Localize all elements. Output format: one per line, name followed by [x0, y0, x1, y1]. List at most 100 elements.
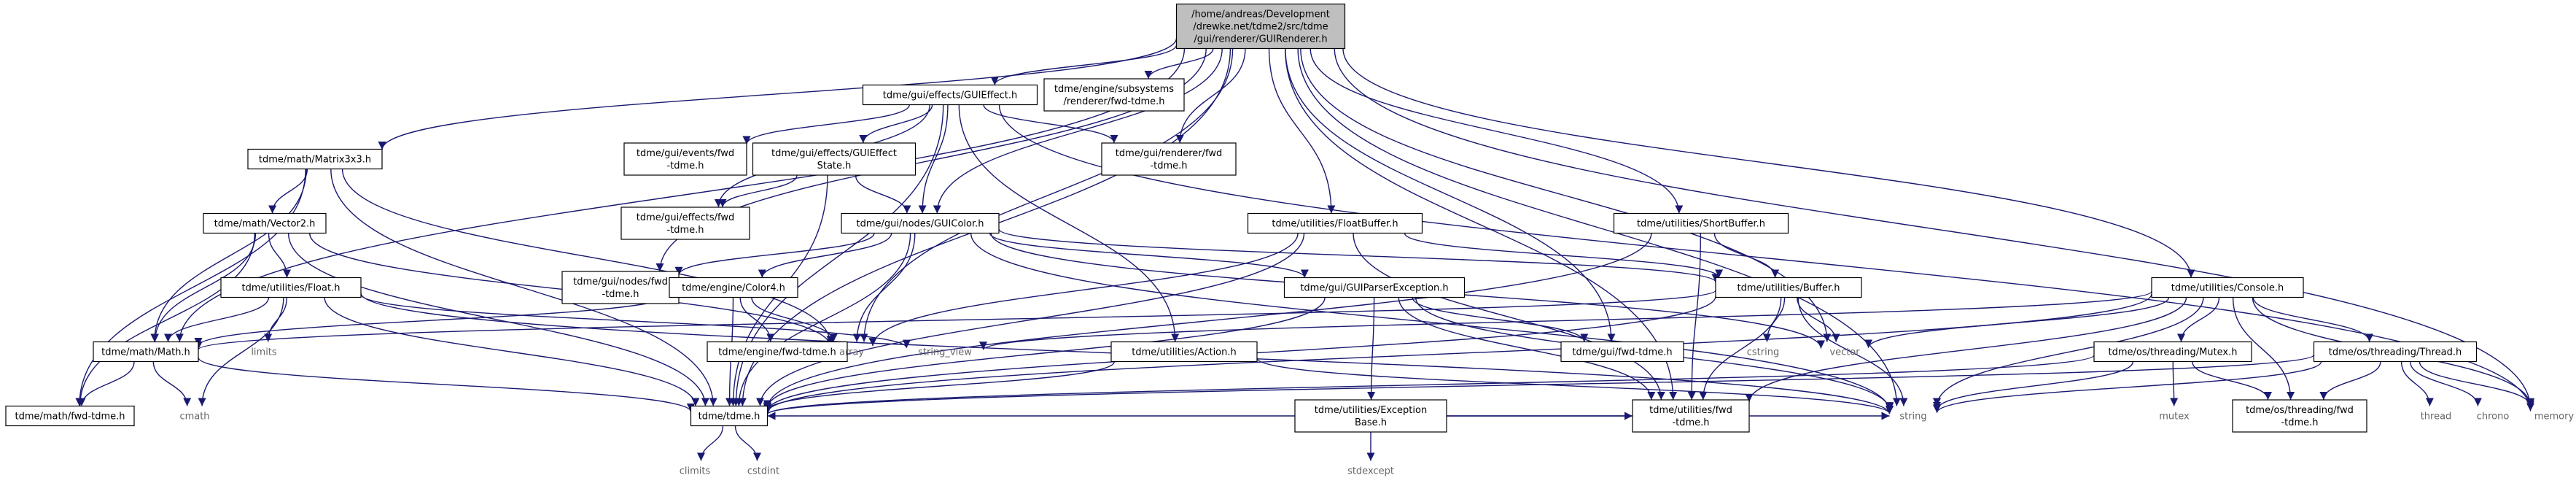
node-label: tdme/utilities/Console.h	[2171, 283, 2284, 294]
node-threading-fwd[interactable]: tdme/os/threading/fwd-tdme.h	[2232, 399, 2367, 433]
edge-float-to-tdme	[324, 297, 700, 406]
node-climits[interactable]: climits	[680, 466, 711, 477]
edge-buffer-to-vector	[1797, 297, 1840, 342]
node-label: vector	[1829, 347, 1860, 358]
node-box	[841, 212, 1000, 234]
edge-thread-h-to-tdme	[763, 354, 2315, 415]
node-color4[interactable]: tdme/engine/Color4.h	[669, 277, 798, 298]
edge-floatbuffer-to-buffer	[1404, 233, 1724, 278]
node-floatbuffer[interactable]: tdme/utilities/FloatBuffer.h	[1247, 212, 1423, 234]
edge-guicolor-to-array	[852, 233, 916, 342]
edge-thread-h-to-string	[1933, 361, 2322, 413]
node-box	[561, 271, 680, 304]
edge-effectstate-to-guicolor	[855, 174, 911, 214]
node-parserexc[interactable]: tdme/gui/GUIParserException.h	[1283, 277, 1466, 298]
edge-thread-h-to-threading-fwd	[2319, 361, 2381, 401]
node-tdme[interactable]: tdme/tdme.h	[690, 405, 768, 427]
node-label: -tdme.h	[1672, 417, 1709, 428]
node-nodes-fwd[interactable]: tdme/gui/nodes/fwd-tdme.h	[561, 271, 680, 304]
edge-guieffect-to-guicolor	[918, 104, 949, 214]
node-shortbuffer[interactable]: tdme/utilities/ShortBuffer.h	[1613, 212, 1789, 234]
node-chrono[interactable]: chrono	[2477, 412, 2510, 422]
node-label: /renderer/fwd-tdme.h	[1063, 96, 1164, 107]
node-root[interactable]: /home/andreas/Development/drewke.net/tdm…	[1175, 3, 1346, 50]
edge-vector2-to-tdme	[287, 233, 709, 406]
node-label: tdme/gui/nodes/GUIColor.h	[856, 219, 984, 230]
node-label: array	[839, 347, 864, 358]
node-guieffect[interactable]: tdme/gui/effects/GUIEffect.h	[862, 84, 1038, 106]
edge-buffer-to-cstring	[1762, 297, 1786, 342]
node-action[interactable]: tdme/utilities/Action.h	[1110, 341, 1258, 363]
edge-root-to-floatbuffer	[1268, 48, 1336, 214]
node-mutex[interactable]: mutex	[2159, 412, 2190, 422]
edge-shortbuffer-to-tdme	[763, 233, 1652, 409]
edge-root-to-util-fwd	[1285, 48, 1678, 401]
node-cmath[interactable]: cmath	[179, 412, 209, 422]
node-buffer[interactable]: tdme/utilities/Buffer.h	[1715, 277, 1862, 298]
node-float[interactable]: tdme/utilities/Float.h	[220, 277, 362, 298]
edge-guicolor-to-color4	[758, 233, 892, 278]
edge-color4-to-mathh	[194, 294, 670, 347]
node-cstring[interactable]: cstring	[1747, 347, 1779, 358]
node-gui-fwd[interactable]: tdme/gui/fwd-tdme.h	[1560, 341, 1684, 363]
node-label: cmath	[179, 412, 209, 422]
node-array[interactable]: array	[839, 347, 864, 358]
edge-console-to-thread-h	[2252, 297, 2374, 342]
edge-thread-h-to-thread	[2400, 361, 2434, 406]
node-engine-fwd[interactable]: tdme/engine/fwd-tdme.h	[707, 341, 848, 363]
node-vector[interactable]: vector	[1829, 347, 1860, 358]
node-mathh[interactable]: tdme/math/Math.h	[93, 341, 199, 363]
edge-parserexc-to-tdme	[763, 297, 1326, 409]
node-events-fwd[interactable]: tdme/gui/events/fwd-tdme.h	[623, 142, 747, 176]
node-label: State.h	[817, 161, 852, 171]
node-util-fwd[interactable]: tdme/utilities/fwd-tdme.h	[1632, 399, 1750, 433]
node-label: tdme/utilities/Float.h	[242, 283, 341, 294]
node-label: /drewke.net/tdme2/src/tdme	[1193, 22, 1328, 33]
node-string-view[interactable]: string_view	[918, 347, 972, 358]
node-label: tdme/math/fwd-tdme.h	[15, 412, 125, 422]
node-box	[1632, 399, 1750, 433]
node-subsys-fwd[interactable]: tdme/engine/subsystems/renderer/fwd-tdme…	[1043, 78, 1185, 112]
node-mutex-h[interactable]: tdme/os/threading/Mutex.h	[2093, 341, 2252, 363]
edge-mathh-to-cmath	[152, 361, 192, 406]
node-effects-fwd[interactable]: tdme/gui/effects/fwd -tdme.h	[620, 207, 750, 240]
node-label: mutex	[2159, 412, 2190, 422]
node-label: tdme/gui/effects/fwd	[637, 212, 734, 223]
node-label: /home/andreas/Development	[1191, 9, 1330, 20]
node-stdexcept[interactable]: stdexcept	[1347, 466, 1394, 477]
node-label: stdexcept	[1347, 466, 1394, 477]
node-box	[862, 84, 1038, 106]
node-label: chrono	[2477, 412, 2510, 422]
node-guicolor[interactable]: tdme/gui/nodes/GUIColor.h	[841, 212, 1000, 234]
node-label: tdme/os/threading/Mutex.h	[2109, 347, 2238, 358]
edge-vector2-to-math-fwd	[76, 233, 255, 406]
node-console[interactable]: tdme/utilities/Console.h	[2151, 277, 2304, 298]
node-cstdint[interactable]: cstdint	[747, 466, 779, 477]
node-label: string	[1899, 412, 1926, 422]
node-limits[interactable]: limits	[251, 347, 277, 358]
edge-mathh-to-math-fwd	[77, 361, 135, 406]
edge-floatbuffer-to-tdme	[755, 233, 1305, 406]
edge-root-to-shortbuffer	[1310, 48, 1684, 214]
node-matrix3x3[interactable]: tdme/math/Matrix3x3.h	[247, 148, 383, 170]
node-thread-h[interactable]: tdme/os/threading/Thread.h	[2313, 341, 2478, 363]
edges-layer	[75, 38, 2535, 461]
node-label: tdme/gui/effects/GUIEffect.h	[883, 90, 1017, 101]
node-thread[interactable]: thread	[2421, 412, 2452, 422]
node-memory[interactable]: memory	[2534, 412, 2575, 422]
edge-buffer-to-util-fwd	[1699, 297, 1782, 401]
node-vector2[interactable]: tdme/math/Vector2.h	[203, 212, 327, 234]
node-box	[1560, 341, 1684, 363]
node-label: tdme/os/threading/Thread.h	[2329, 347, 2462, 358]
edge-float-to-string-view	[360, 294, 911, 349]
node-label: tdme/utilities/fwd	[1649, 405, 1732, 416]
edge-guieffect-to-events-fwd	[742, 104, 910, 144]
node-box	[620, 207, 750, 240]
node-math-fwd[interactable]: tdme/math/fwd-tdme.h	[5, 405, 135, 427]
node-string[interactable]: string	[1899, 412, 1926, 422]
node-renderer-fwd[interactable]: tdme/gui/renderer/fwd-tdme.h	[1101, 142, 1237, 176]
node-label: -tdme.h	[666, 225, 704, 236]
node-label: tdme/gui/GUIParserException.h	[1300, 283, 1448, 294]
